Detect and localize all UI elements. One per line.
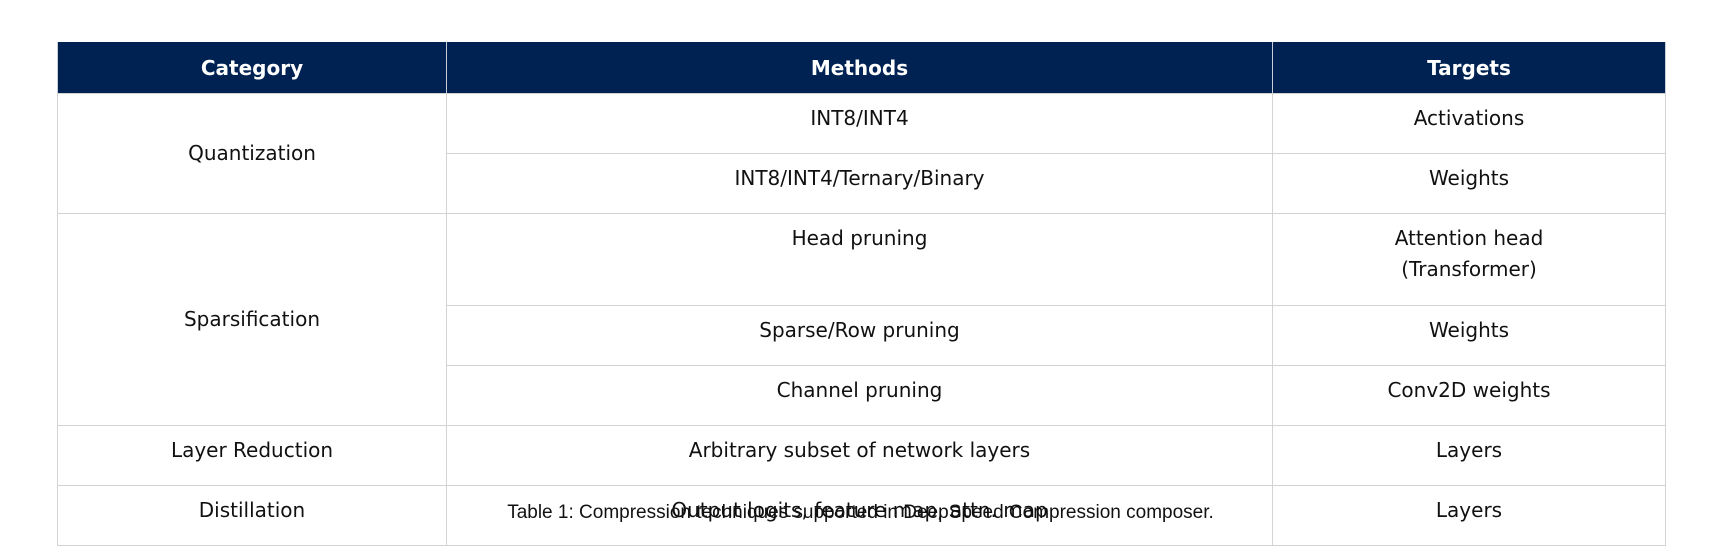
method-cell: Output logits, feature map, attn. map [446, 485, 1273, 546]
data-table: Category Methods Targets Quantization IN… [57, 42, 1666, 546]
compression-techniques-table: Category Methods Targets Quantization IN… [57, 42, 1666, 546]
category-cell-distillation: Distillation [57, 485, 447, 546]
table-row: Layer Reduction Arbitrary subset of netw… [57, 425, 1666, 486]
header-targets: Targets [1272, 42, 1666, 94]
method-cell: Arbitrary subset of network layers [446, 425, 1273, 486]
target-line: Attention head [1394, 226, 1544, 250]
table-row: Quantization INT8/INT4 Activations [57, 93, 1666, 214]
method-cell: Channel pruning [446, 365, 1273, 426]
table-row: INT8/INT4/Ternary/Binary Weights [58, 153, 1666, 214]
method-cell: INT8/INT4/Ternary/Binary [446, 153, 1273, 214]
method-cell: Head pruning [446, 213, 1273, 306]
target-cell: Layers [1272, 425, 1666, 486]
target-cell: Layers [1272, 485, 1666, 546]
target-cell: Weights [1272, 153, 1666, 214]
target-line: (Transformer) [1401, 257, 1537, 281]
table-row: Distillation Output logits, feature map,… [57, 485, 1666, 546]
target-cell: Activations [1272, 93, 1666, 154]
table-caption: Table 1: Compression techniques supporte… [507, 502, 1214, 523]
table-row: Sparsification Head pruning Attention he… [57, 213, 1666, 426]
target-cell: Conv2D weights [1272, 365, 1666, 426]
target-cell: Weights [1272, 305, 1666, 366]
category-cell-layer-reduction: Layer Reduction [57, 425, 447, 486]
method-cell: Sparse/Row pruning [446, 305, 1273, 366]
header-methods: Methods [446, 42, 1273, 94]
header-category: Category [57, 42, 447, 94]
category-cell-sparsification: Sparsification [57, 213, 447, 426]
header-row: Category Methods Targets [57, 42, 1666, 94]
target-cell: Attention head (Transformer) [1272, 213, 1666, 306]
method-cell: INT8/INT4 [446, 93, 1273, 154]
category-cell-quantization: Quantization [57, 93, 447, 214]
